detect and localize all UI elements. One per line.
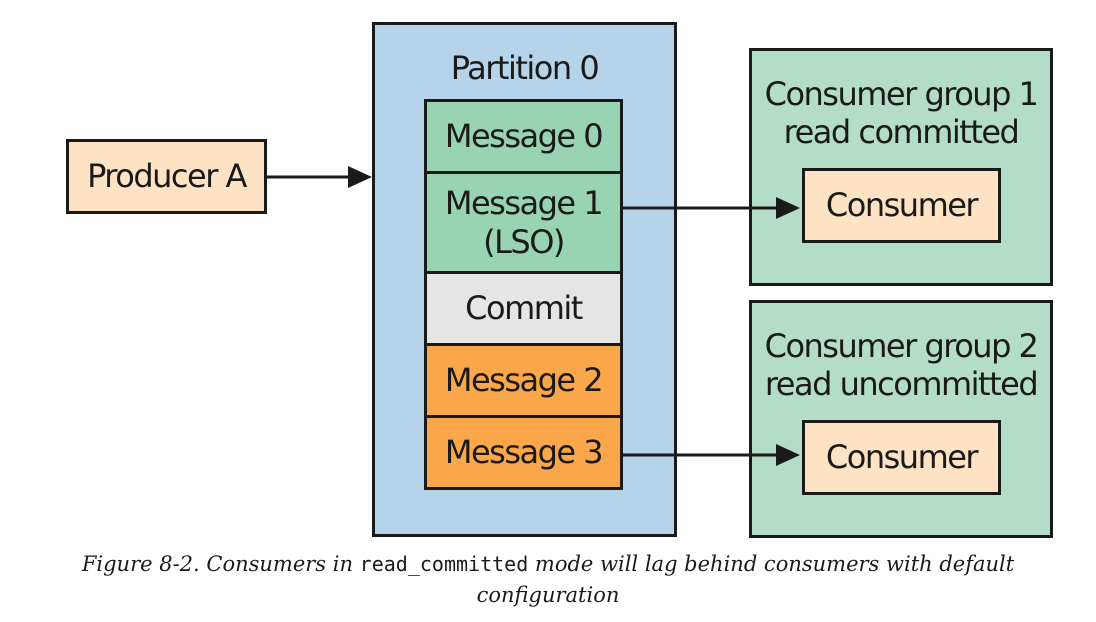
figure-caption: Figure 8-2. Consumers in read_committed … [0,549,1096,611]
producer-label: Producer A [87,157,247,196]
message-2-box: Message 2 [424,343,623,418]
commit-box: Commit [424,271,623,346]
caption-prefix: Figure 8-2. Consumers in [81,552,360,576]
partition-title: Partition 0 [450,49,600,87]
consumer-2-label: Consumer [825,438,979,477]
consumer-group-2-title: Consumer group 2 read uncommitted [764,327,1039,404]
message-1-lso-box: Message 1 (LSO) [424,171,623,274]
consumer-group-1-box: Consumer group 1 read committed Consumer [749,48,1053,286]
message-3-label: Message 3 [444,433,604,472]
caption-code: read_committed [359,552,529,576]
consumer-2-box: Consumer [802,420,1001,495]
message-0-label: Message 0 [444,117,604,156]
message-1-label: Message 1 (LSO) [444,184,604,261]
consumer-group-2-box: Consumer group 2 read uncommitted Consum… [749,300,1053,538]
consumer-1-box: Consumer [802,168,1001,243]
producer-a-box: Producer A [66,139,267,214]
arrow-message-1-to-consumer-1 [623,197,800,219]
caption-suffix: mode will lag behind consumers with defa… [528,552,1015,576]
caption-line-1: Figure 8-2. Consumers in read_committed … [0,549,1096,580]
caption-line-2: configuration [476,583,620,607]
arrow-producer-to-partition [267,166,372,188]
consumer-1-label: Consumer [825,186,979,225]
arrow-message-3-to-consumer-2 [623,444,800,466]
consumer-group-1-title: Consumer group 1 read committed [764,75,1039,152]
commit-label: Commit [465,289,583,328]
message-3-box: Message 3 [424,415,623,490]
message-2-label: Message 2 [444,361,604,400]
